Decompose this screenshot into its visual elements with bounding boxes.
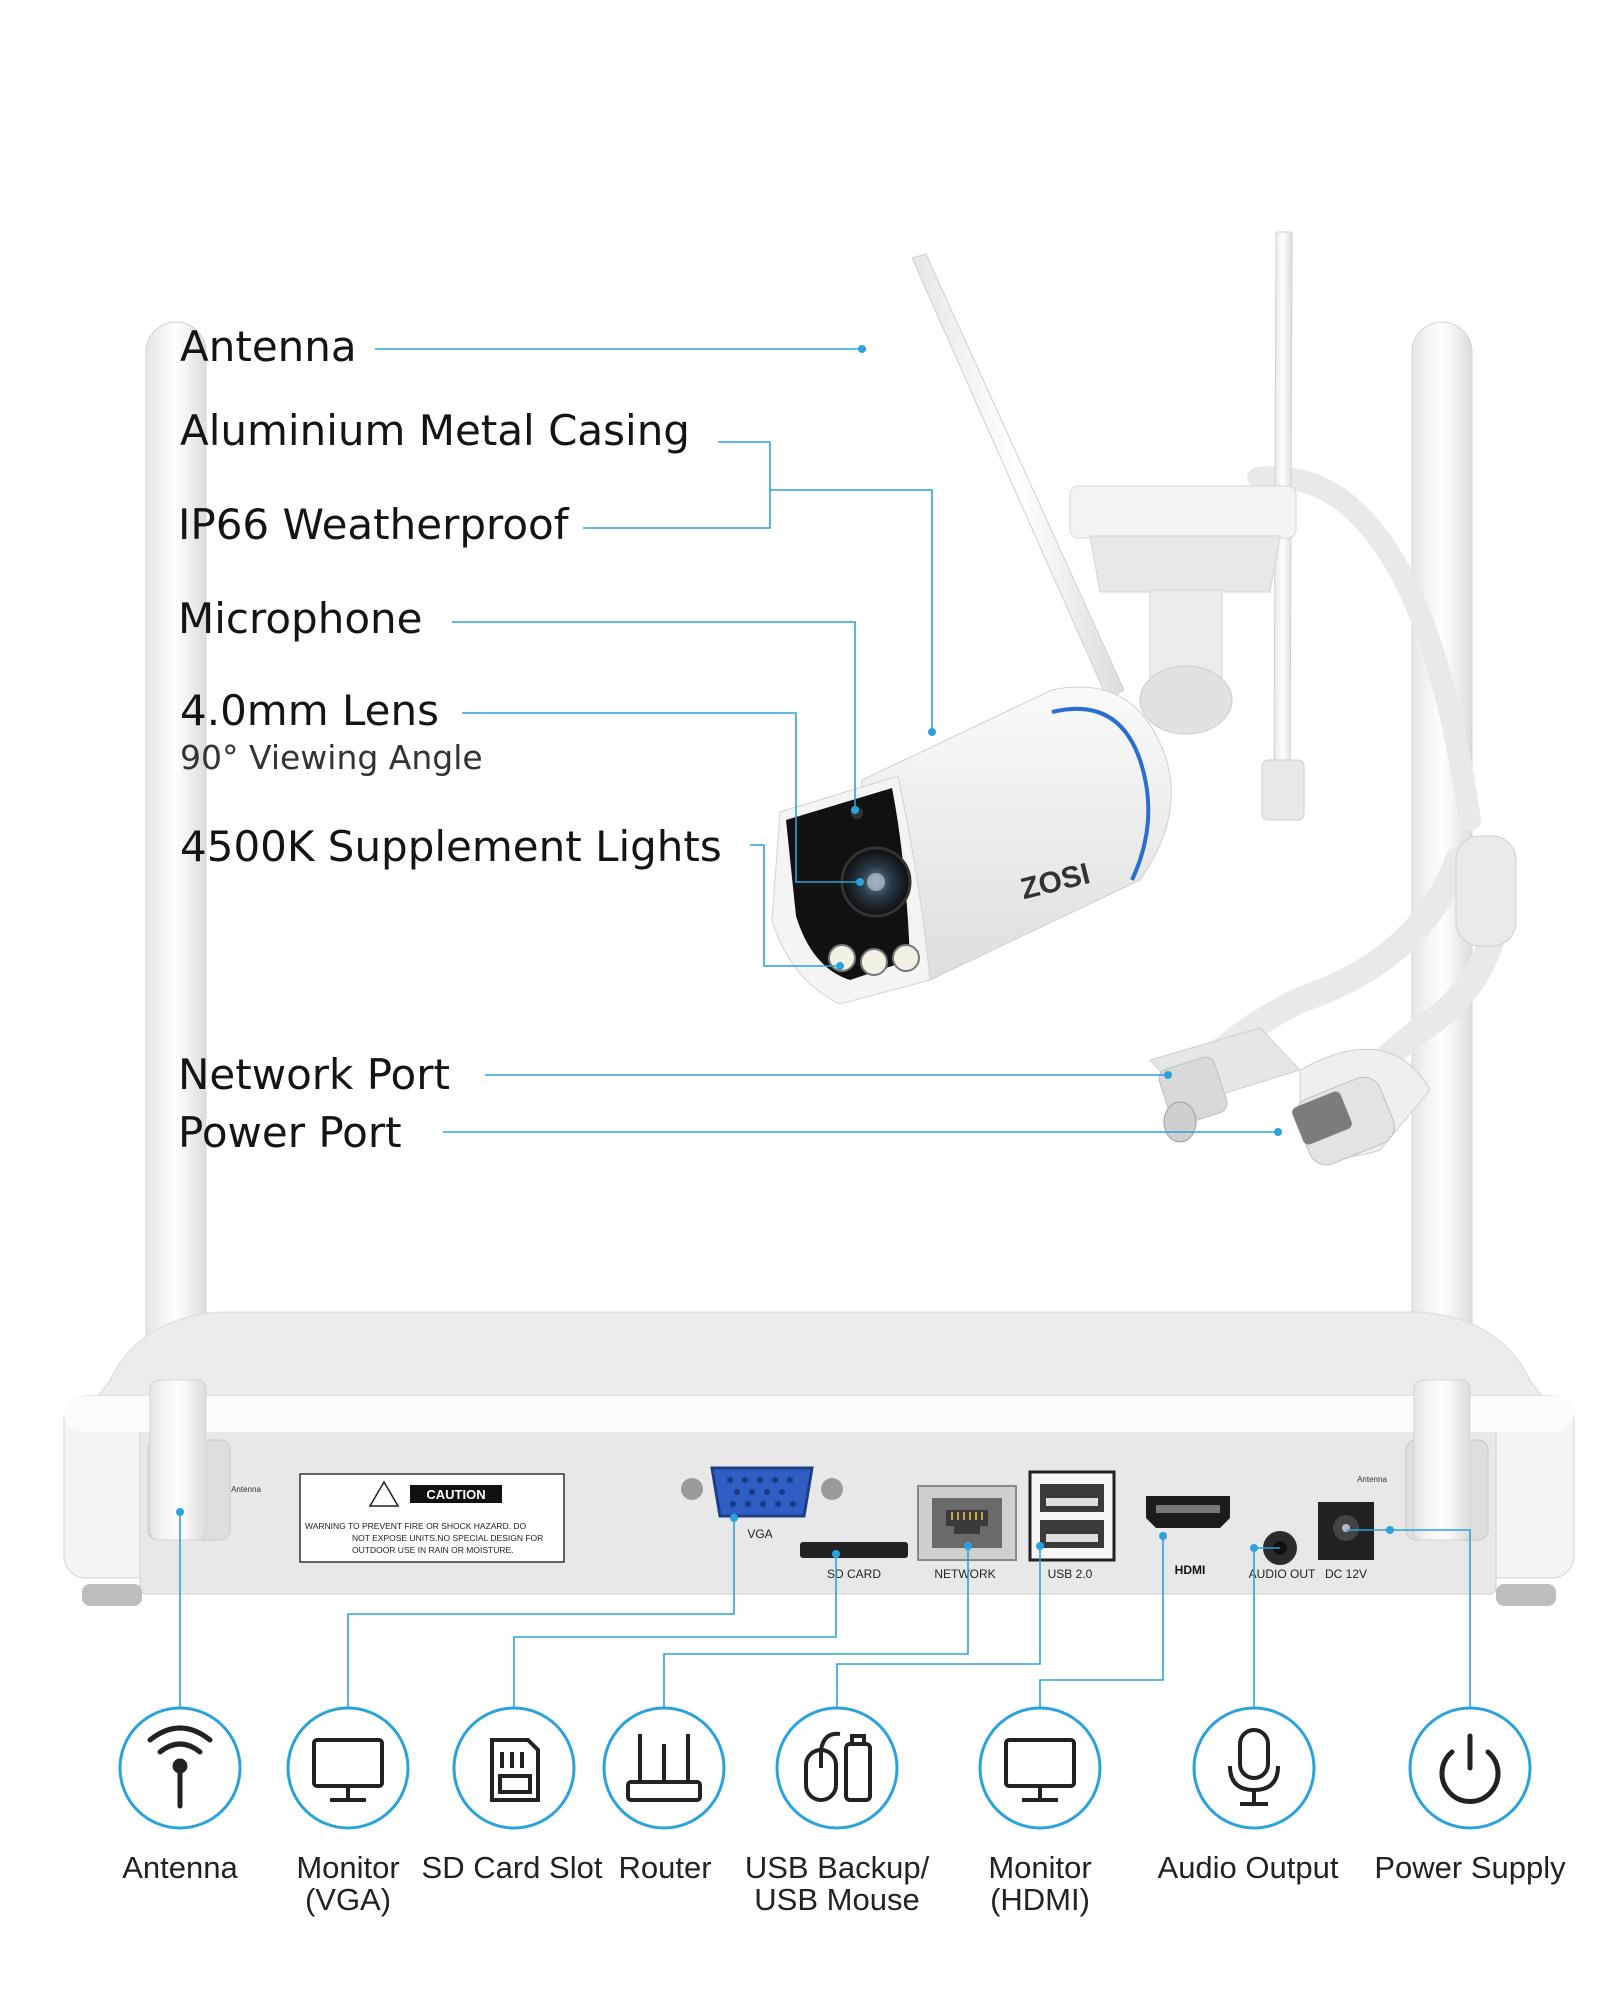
sd-card-port <box>800 1542 908 1558</box>
callout-antenna: Antenna <box>180 322 357 371</box>
feature-label-router: Router <box>550 1852 780 1884</box>
vga-port-label: VGA <box>747 1527 772 1541</box>
feature-label-monitor-vga: Monitor (VGA) <box>233 1852 463 1916</box>
feature-label-line1: Audio Output <box>1157 1850 1339 1885</box>
usb-port-label: USB 2.0 <box>1048 1567 1093 1581</box>
feature-label-line2: (HDMI) <box>990 1882 1090 1917</box>
feature-label-line1: SD Card Slot <box>421 1850 603 1885</box>
feature-label-power: Power Supply <box>1355 1852 1585 1884</box>
sd-port-label: SD CARD <box>827 1567 881 1581</box>
antenna-mark-right: Antenna <box>1357 1475 1387 1484</box>
feature-label-line2: USB Mouse <box>754 1882 920 1917</box>
callout-dots <box>176 345 1394 1558</box>
callout-network-port: Network Port <box>178 1050 450 1099</box>
feature-label-line1: Monitor <box>988 1850 1092 1885</box>
usb-mouse-icon <box>804 1731 872 1802</box>
feature-label-line2: (VGA) <box>304 1882 392 1917</box>
power-connector <box>1292 1048 1431 1166</box>
warning-line-3: OUTDOOR USE IN RAIN OR MOISTURE. <box>352 1545 514 1555</box>
usb-port <box>1028 1470 1116 1562</box>
supplement-lights <box>828 944 920 976</box>
feature-label-audio: Audio Output <box>1133 1852 1363 1884</box>
dc-port-label: DC 12V <box>1325 1567 1367 1581</box>
camera-antenna-left <box>911 253 1125 701</box>
vga-port <box>681 1466 843 1518</box>
monitor-hdmi-icon <box>1004 1738 1076 1802</box>
feature-label-line1: Router <box>618 1850 712 1885</box>
callout-lights: 4500K Supplement Lights <box>180 822 722 871</box>
caution-title: CAUTION <box>426 1487 485 1502</box>
callout-power-port: Power Port <box>178 1108 402 1157</box>
feature-label-line1: USB Backup/ <box>744 1850 930 1885</box>
microphone-icon <box>1228 1728 1280 1806</box>
camera-mount <box>1069 485 1297 735</box>
network-connector <box>1149 1027 1301 1143</box>
audio-port-label: AUDIO OUT <box>1249 1567 1316 1581</box>
feature-label-monitor-hdmi: Monitor (HDMI) <box>925 1852 1155 1916</box>
hdmi-port-label: HDMI <box>1175 1563 1206 1577</box>
feature-label-usb: USB Backup/ USB Mouse <box>722 1852 952 1916</box>
callout-lens-sub: 90° Viewing Angle <box>180 738 483 777</box>
callout-lens: 4.0mm Lens <box>180 686 439 735</box>
network-port-label: NETWORK <box>934 1567 995 1581</box>
feature-label-line1: Antenna <box>122 1850 238 1885</box>
feature-label-sd-card: SD Card Slot <box>397 1852 627 1884</box>
camera-body: ZOSI <box>771 686 1172 1005</box>
sd-card-icon <box>490 1738 540 1802</box>
monitor-vga-icon <box>312 1738 384 1802</box>
cable-splitter <box>1455 835 1517 947</box>
antenna-icon <box>147 1725 213 1809</box>
dc-power-port <box>1318 1502 1374 1560</box>
feature-icons <box>118 1706 1532 1830</box>
feature-label-line1: Power Supply <box>1374 1850 1566 1885</box>
antenna-mark-left: Antenna <box>231 1485 261 1494</box>
callout-weatherproof: IP66 Weatherproof <box>178 500 569 549</box>
feature-label-antenna: Antenna <box>65 1852 295 1884</box>
warning-line-1: WARNING TO PREVENT FIRE OR SHOCK HAZARD.… <box>305 1521 527 1531</box>
camera-antenna-right <box>1261 231 1305 821</box>
warning-line-2: NOT EXPOSE UNITS.NO SPECIAL DESIGN FOR <box>352 1533 543 1543</box>
power-icon <box>1439 1733 1501 1804</box>
callout-casing: Aluminium Metal Casing <box>180 406 690 455</box>
feature-label-line1: Monitor <box>296 1850 400 1885</box>
nvr-body <box>63 1311 1575 1606</box>
router-icon <box>626 1734 702 1802</box>
callout-microphone: Microphone <box>178 594 423 643</box>
network-port <box>917 1485 1017 1561</box>
hdmi-port <box>1146 1496 1230 1528</box>
caution-label: CAUTION WARNING TO PREVENT FIRE OR SHOCK… <box>299 1473 565 1563</box>
